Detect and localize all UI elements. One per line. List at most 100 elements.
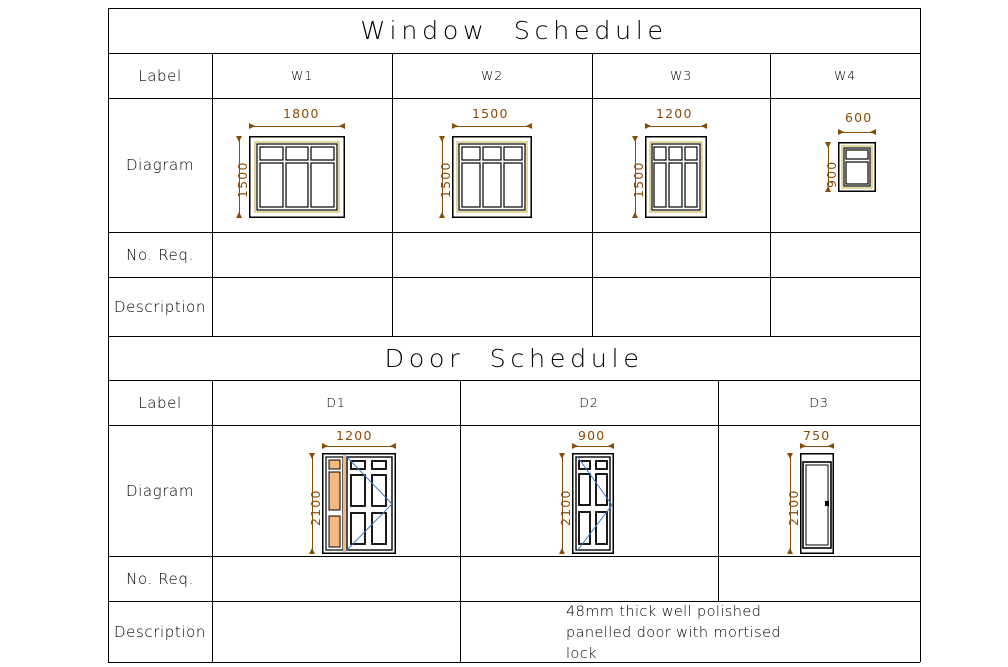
window-w4-width-arrow-left <box>838 129 844 135</box>
window-description-w3[interactable] <box>592 277 770 336</box>
door-diagram-d1 <box>322 453 396 554</box>
window-column-label-w1: W1 <box>291 68 313 83</box>
door-d1-width-dim-line <box>322 446 396 447</box>
window-diagram-w1 <box>249 136 345 218</box>
window-column-label-w3: W3 <box>670 68 692 83</box>
window-title-row-bottom <box>108 53 920 54</box>
door-col-divider-3 <box>718 380 719 601</box>
window-col-divider-2 <box>392 53 393 337</box>
window-w1-height-arrow-bottom <box>236 212 242 218</box>
window-row-label-description: Description <box>113 297 207 316</box>
window-w3-height-dim-line <box>635 136 636 218</box>
door-d3-width-arrow-right <box>828 443 834 449</box>
window-column-label-w2: W2 <box>481 68 503 83</box>
door-description-d1[interactable] <box>212 601 460 662</box>
window-w3-width-arrow-right <box>701 123 707 129</box>
window-noreq-row-bottom <box>108 277 920 278</box>
door-d3-width-dim-line <box>800 446 834 447</box>
window-w1-height-arrow-top <box>236 136 242 142</box>
door-column-label-d1: D1 <box>326 395 346 410</box>
door-row-label-description: Description <box>113 622 207 641</box>
window-w1-height-dim-text: 1500 <box>235 161 250 198</box>
window-description-w1[interactable] <box>212 277 392 336</box>
door-d3-height-arrow-bottom <box>787 548 793 554</box>
window-w2-width-dim-line <box>452 126 532 127</box>
window-w2-height-arrow-bottom <box>439 212 445 218</box>
window-row-label-no-req: No. Req. <box>126 245 194 264</box>
door-d2-height-arrow-bottom <box>559 548 565 554</box>
window-w2-height-arrow-top <box>439 136 445 142</box>
table-border-right <box>920 8 921 337</box>
window-column-label-w4: W4 <box>834 68 856 83</box>
door-d2-width-dim-line <box>572 446 614 447</box>
door-row-label-label: Label <box>138 393 182 412</box>
window-w3-height-dim-text: 1500 <box>631 161 646 198</box>
window-w4-height-dim-text: 900 <box>824 160 839 188</box>
window-w3-height-arrow-bottom <box>632 212 638 218</box>
window-w4-width-arrow-right <box>870 129 876 135</box>
window-description-w4[interactable] <box>770 277 920 336</box>
window-w2-width-arrow-right <box>526 123 532 129</box>
door-d1-height-dim-text: 2100 <box>308 489 323 526</box>
window-w2-width-dim-text: 1500 <box>472 106 509 121</box>
window-w4-height-arrow-bottom <box>825 186 831 192</box>
door-d2-width-arrow-right <box>608 443 614 449</box>
window-w4-height-dim-line <box>828 142 829 192</box>
window-col-divider-3 <box>592 53 593 337</box>
window-w3-width-dim-text: 1200 <box>656 106 693 121</box>
door-noreq-row-bottom <box>108 601 920 602</box>
window-w1-width-arrow-right <box>339 123 345 129</box>
window-col-divider-1 <box>212 53 213 337</box>
door-diagram-row-bottom <box>108 556 920 557</box>
window-schedule-title: Window Schedule <box>360 16 668 45</box>
door-no-req-d3[interactable] <box>718 556 920 601</box>
window-no-req-w2[interactable] <box>392 232 592 277</box>
door-d1-width-arrow-left <box>322 443 328 449</box>
window-no-req-w1[interactable] <box>212 232 392 277</box>
window-w3-width-arrow-left <box>645 123 651 129</box>
door-d3-height-dim-line <box>790 453 791 554</box>
window-w4-width-dim-text: 600 <box>845 110 873 125</box>
window-description-w2[interactable] <box>392 277 592 336</box>
door-column-label-d2: D2 <box>579 395 599 410</box>
window-row-label-label: Label <box>138 66 182 85</box>
door-d1-height-arrow-bottom <box>309 548 315 554</box>
window-w1-width-dim-text: 1800 <box>283 106 320 121</box>
window-w1-width-dim-line <box>249 126 345 127</box>
door-d1-height-arrow-top <box>309 453 315 459</box>
door-no-req-d1[interactable] <box>212 556 460 601</box>
table-border-left <box>108 8 109 337</box>
window-diagram-w3 <box>645 136 707 218</box>
table-border-top <box>108 8 920 9</box>
window-w4-width-dim-line <box>838 132 876 133</box>
door-row-label-diagram: Diagram <box>125 481 195 500</box>
window-no-req-w3[interactable] <box>592 232 770 277</box>
door-d3-width-arrow-left <box>800 443 806 449</box>
window-row-label-diagram: Diagram <box>125 156 195 174</box>
door-d1-width-arrow-right <box>390 443 396 449</box>
door-d3-width-dim-text: 750 <box>803 428 831 443</box>
door-row-label-no-req: No. Req. <box>126 569 194 588</box>
window-w1-width-arrow-left <box>249 123 255 129</box>
door-column-label-d3: D3 <box>809 395 829 410</box>
door-border-left <box>108 336 109 662</box>
door-d2-height-dim-text: 2100 <box>558 489 573 526</box>
door-col-divider-1 <box>212 380 213 662</box>
window-col-divider-4 <box>770 53 771 337</box>
table-border-bottom <box>108 662 920 663</box>
door-d1-width-dim-text: 1200 <box>336 428 373 443</box>
door-d3-height-arrow-top <box>787 453 793 459</box>
door-description-d2[interactable]: 48mm thick well polished panelled door w… <box>566 604 782 662</box>
window-w2-height-dim-line <box>442 136 443 218</box>
window-diagram-w2 <box>452 136 532 218</box>
window-w1-height-dim-line <box>239 136 240 218</box>
door-d3-height-dim-text: 2100 <box>786 489 801 526</box>
window-diagram-row-bottom <box>108 232 920 233</box>
window-description-row-bottom <box>108 336 920 337</box>
window-no-req-w4[interactable] <box>770 232 920 277</box>
door-d2-height-dim-line <box>562 453 563 554</box>
window-w2-width-arrow-left <box>452 123 458 129</box>
window-w2-height-dim-text: 1500 <box>438 161 453 198</box>
door-no-req-d2[interactable] <box>460 556 718 601</box>
